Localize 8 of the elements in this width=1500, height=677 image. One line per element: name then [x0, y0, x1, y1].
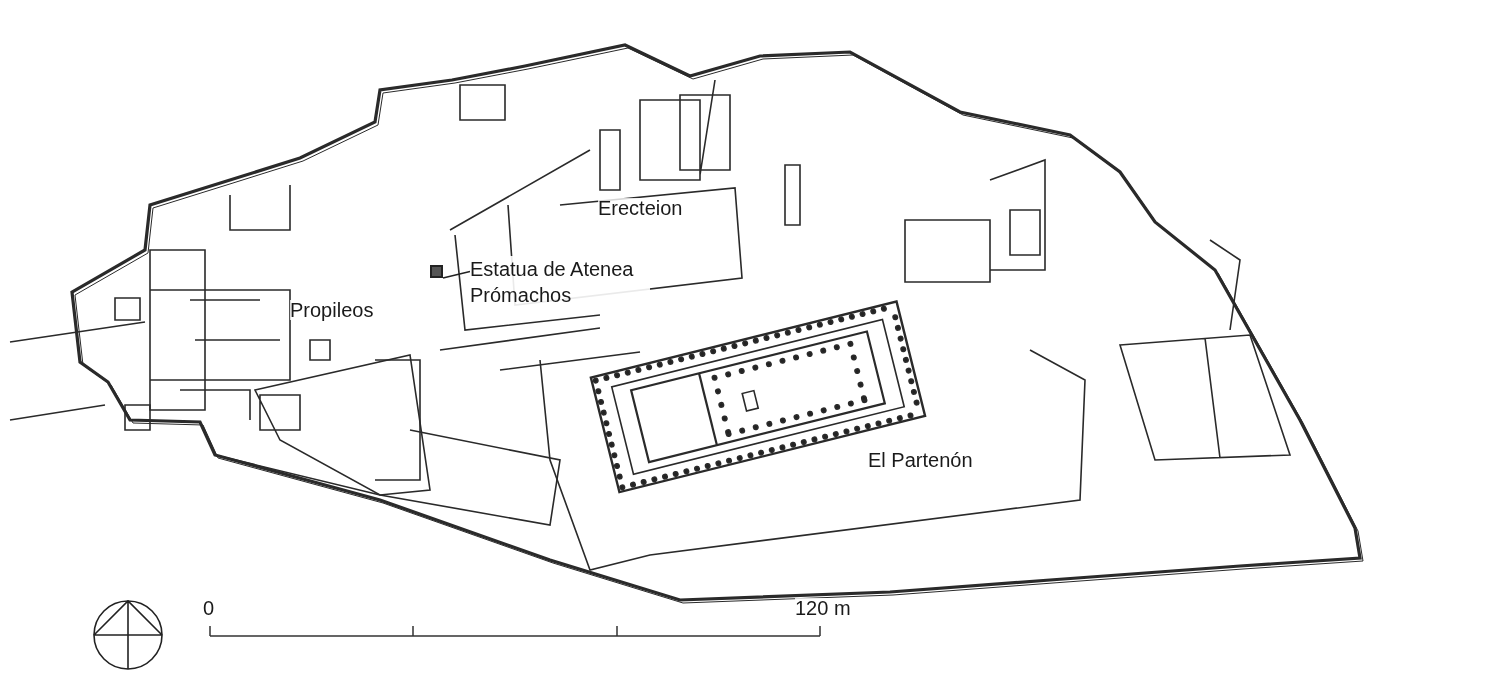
building-label: El Partenón	[868, 450, 973, 470]
building-label: Erecteion	[598, 198, 683, 218]
scale-label: 120 m	[795, 598, 851, 618]
leader-line	[442, 270, 471, 279]
scale-label: 0	[203, 598, 215, 618]
statue-marker	[430, 265, 443, 278]
building-label: Propileos	[290, 300, 374, 320]
statue-label: Estatua de Atenea Prómachos	[470, 256, 650, 308]
